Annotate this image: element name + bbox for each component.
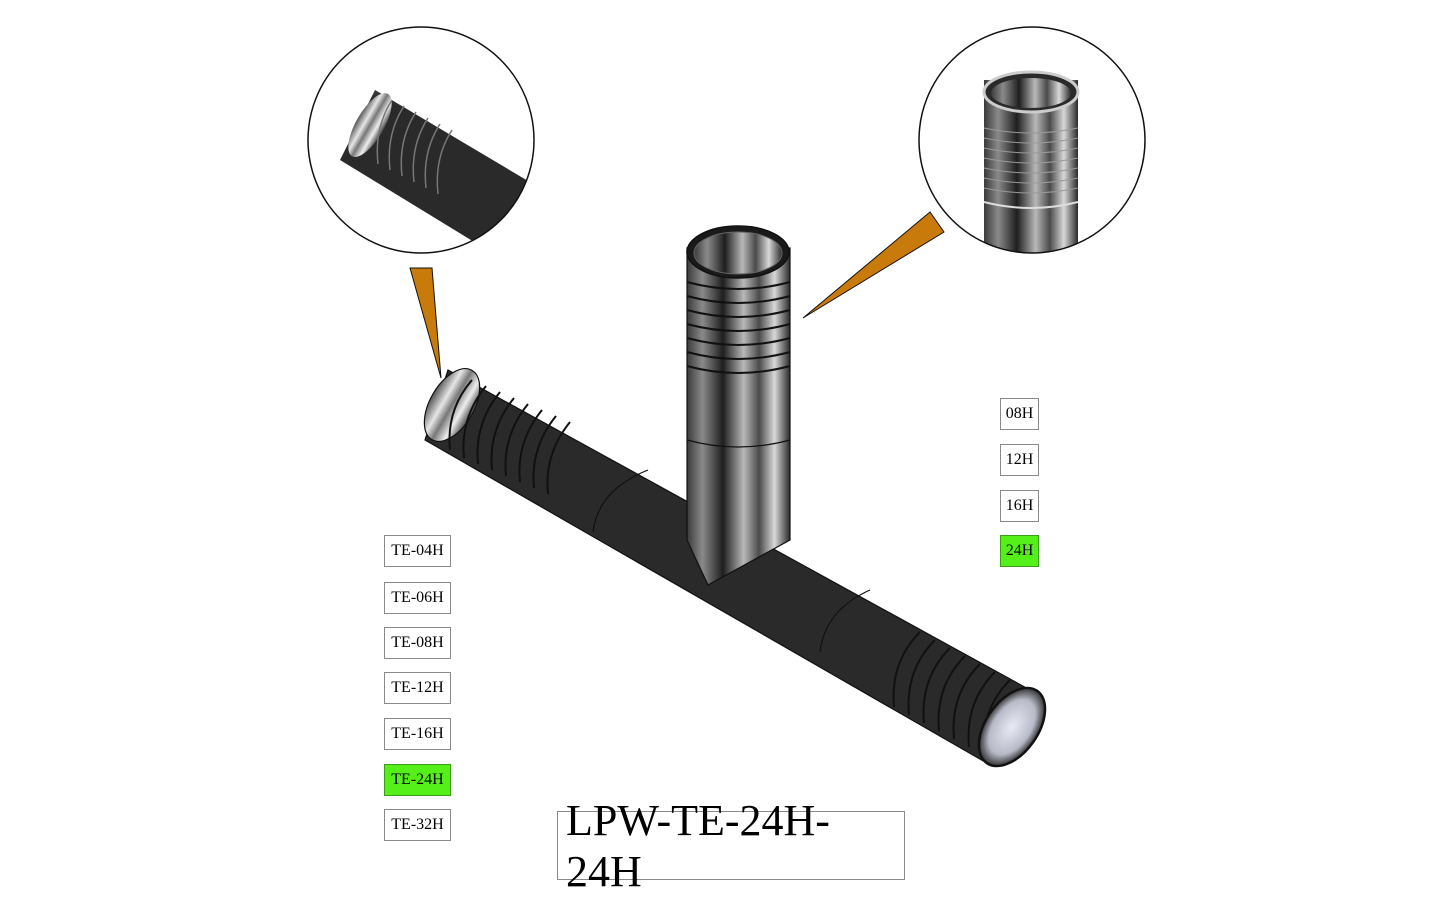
option-te-16h[interactable]: TE-16H [384,718,451,750]
option-12h[interactable]: 12H [1000,444,1039,476]
option-16h[interactable]: 16H [1000,490,1039,522]
option-te-24h[interactable]: TE-24H [384,764,451,796]
option-te-32h[interactable]: TE-32H [384,809,451,841]
detail-callout-right [802,26,1146,319]
product-code-label: LPW-TE-24H-24H [557,796,905,896]
option-24h[interactable]: 24H [1000,535,1039,567]
branch-pipe [686,225,791,586]
option-te-04h[interactable]: TE-04H [384,535,451,567]
option-te-08h[interactable]: TE-08H [384,627,451,659]
option-te-06h[interactable]: TE-06H [384,582,451,614]
option-te-12h[interactable]: TE-12H [384,672,451,704]
detail-callout-left [307,26,535,379]
option-08h[interactable]: 08H [1000,398,1039,430]
